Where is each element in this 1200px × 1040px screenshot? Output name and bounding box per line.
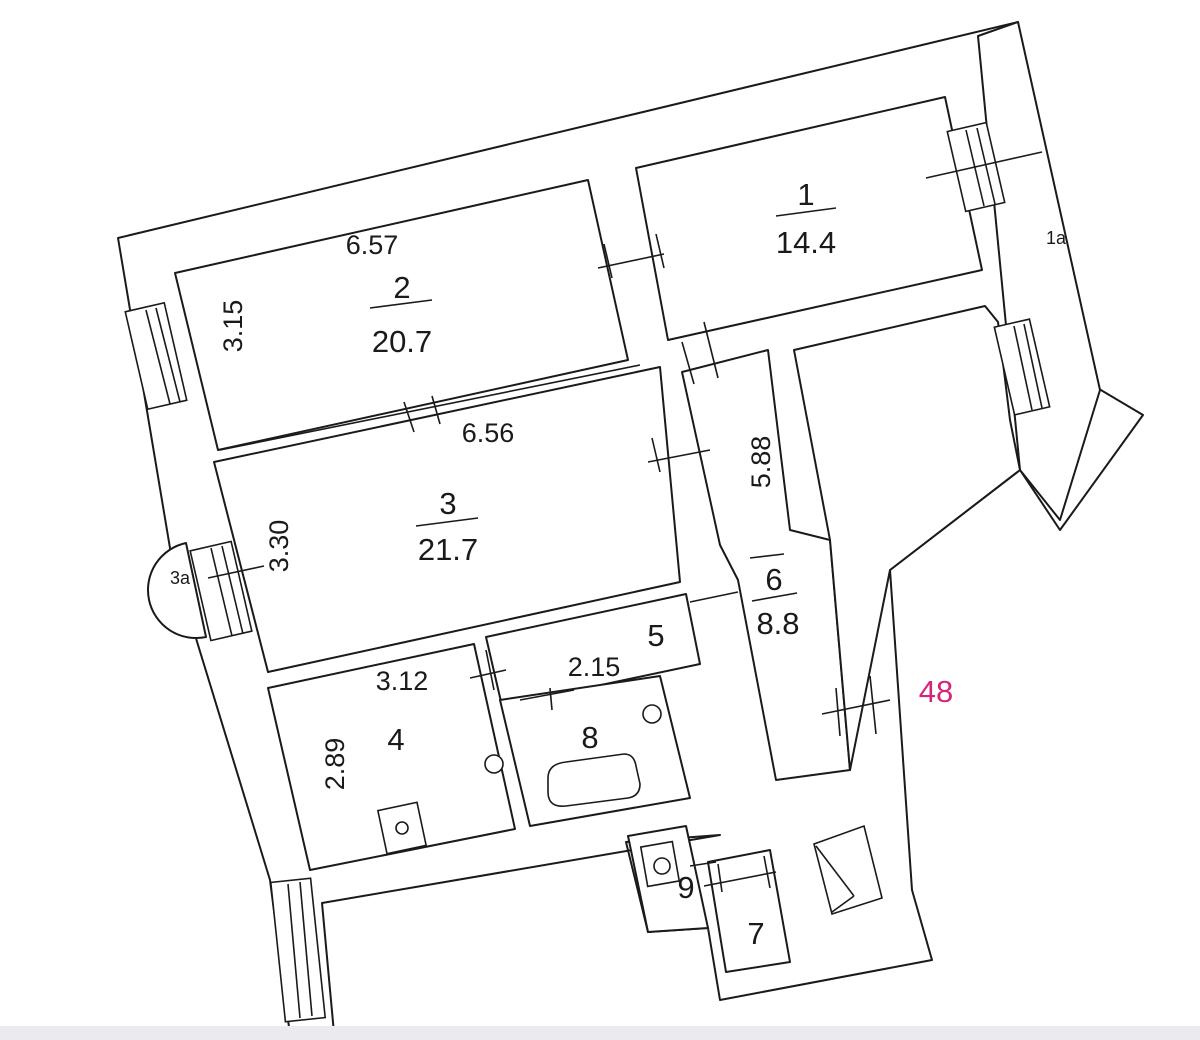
window-left-upper bbox=[124, 301, 188, 411]
bottom-bar bbox=[0, 1026, 1200, 1040]
room-9-number: 9 bbox=[677, 870, 694, 905]
door-ticks bbox=[207, 151, 1043, 893]
room-8-number: 8 bbox=[581, 720, 598, 755]
room-3a-number: 3а bbox=[170, 568, 191, 588]
dim-line-room6-top bbox=[749, 553, 785, 559]
stove-icon bbox=[376, 801, 428, 855]
window-left-middle bbox=[189, 540, 253, 642]
room-1 bbox=[635, 96, 983, 341]
room-2-number: 2 bbox=[393, 270, 410, 305]
large-hall bbox=[793, 305, 1021, 771]
room-5 bbox=[485, 593, 701, 707]
dim-line-room6-area bbox=[751, 592, 798, 602]
sink-icon-room8 bbox=[642, 704, 662, 724]
room-1-area: 14.4 bbox=[776, 225, 836, 260]
room-2-area: 20.7 bbox=[372, 324, 432, 359]
dim-room2-depth: 3.15 bbox=[218, 300, 248, 353]
room-2 bbox=[174, 179, 629, 451]
bathtub-icon bbox=[547, 753, 641, 808]
room-1a-number: 1а bbox=[1046, 228, 1067, 248]
window-right-lower bbox=[993, 318, 1051, 416]
bay-3a bbox=[146, 542, 207, 640]
dim-room4-depth: 2.89 bbox=[320, 738, 350, 791]
toilet-icon bbox=[639, 840, 681, 888]
dim-room5-width: 2.15 bbox=[568, 652, 621, 682]
room-7-number: 7 bbox=[747, 916, 764, 951]
dim-line-room1-area bbox=[775, 207, 837, 217]
room-6-number: 6 bbox=[765, 562, 782, 597]
room-6-area: 8.8 bbox=[756, 606, 799, 641]
total-area: 48 bbox=[919, 674, 953, 709]
sink-icon-room4 bbox=[484, 754, 504, 774]
dim-room6-length: 5.88 bbox=[746, 436, 776, 489]
dim-room3-width: 6.56 bbox=[462, 418, 515, 448]
room-3 bbox=[213, 366, 681, 673]
room-4-number: 4 bbox=[387, 722, 404, 757]
dim-room2-width: 6.57 bbox=[346, 230, 399, 260]
room-5-number: 5 bbox=[647, 618, 664, 653]
window-left-lower bbox=[269, 877, 327, 1023]
room-1-number: 1 bbox=[797, 177, 814, 212]
room-3-area: 21.7 bbox=[418, 532, 478, 567]
stairs-icon bbox=[813, 824, 883, 916]
dim-line-room2-area bbox=[369, 299, 433, 309]
dim-room3-depth: 3.30 bbox=[264, 520, 294, 573]
dim-line-room3-area bbox=[415, 517, 479, 527]
room-4 bbox=[267, 643, 516, 871]
dim-line-room2 bbox=[219, 364, 641, 451]
room-3-number: 3 bbox=[439, 486, 456, 521]
dim-room4-width: 3.12 bbox=[376, 666, 429, 696]
